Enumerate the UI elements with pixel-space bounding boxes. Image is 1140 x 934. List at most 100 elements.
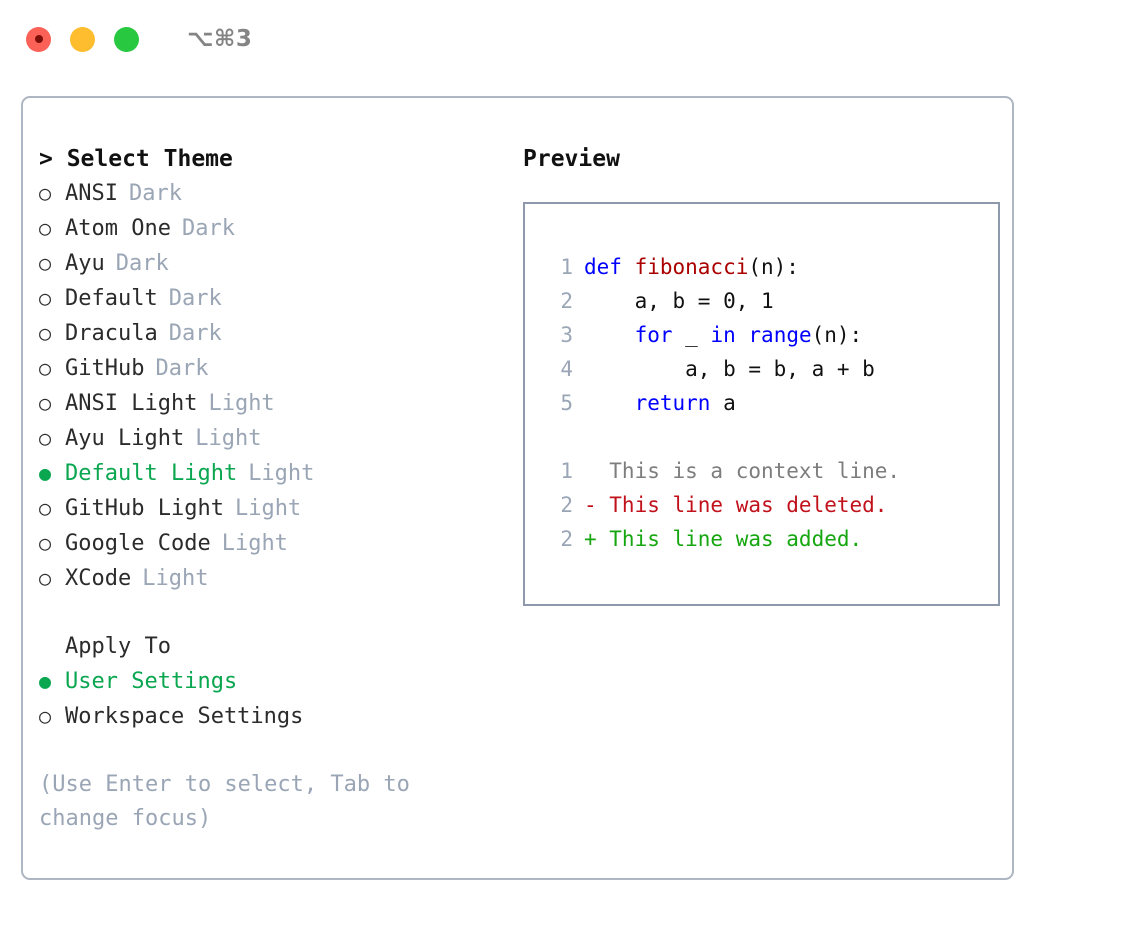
radio-unselected-icon: ○: [39, 704, 52, 728]
code-line: 1 def fibonacci(n):: [543, 250, 998, 284]
list-spacer: [39, 596, 501, 630]
theme-variant-badge: Dark: [115, 251, 169, 276]
theme-variant-badge: Light: [142, 566, 209, 591]
theme-name: Atom One: [65, 216, 171, 241]
theme-name: XCode: [65, 566, 132, 591]
theme-list-item[interactable]: ○ Google Code Light: [39, 526, 501, 561]
theme-list-item[interactable]: ○ GitHub Light Light: [39, 491, 501, 526]
radio-unselected-icon: ○: [39, 286, 52, 310]
code-token: fibonacci: [634, 255, 749, 279]
diff-text: This is a context line.: [584, 459, 901, 483]
radio-selected-icon: ●: [39, 669, 52, 693]
theme-list-item[interactable]: ○ XCode Light: [39, 561, 501, 596]
theme-list-item[interactable]: ○ Default Dark: [39, 281, 501, 316]
apply-to-list[interactable]: ● User Settings ○ Workspace Settings: [39, 664, 501, 734]
code-token: [584, 391, 635, 415]
theme-variant-badge: Light: [248, 461, 315, 486]
apply-to-label: Workspace Settings: [65, 704, 304, 729]
code-line: 3 for _ in range(n):: [543, 318, 998, 352]
radio-unselected-icon: ○: [39, 426, 52, 450]
apply-to-option[interactable]: ○ Workspace Settings: [39, 699, 501, 734]
theme-name: GitHub: [65, 356, 145, 381]
theme-variant-badge: Light: [234, 496, 302, 521]
code-text: def fibonacci(n):: [584, 250, 799, 284]
theme-variant-badge: Light: [195, 426, 262, 451]
line-number: 2: [560, 527, 573, 551]
theme-name: Default: [65, 286, 158, 311]
radio-unselected-icon: ○: [39, 531, 52, 555]
line-number: 2: [560, 289, 573, 313]
window-titlebar: ⌥⌘3: [0, 0, 1140, 78]
traffic-lights: [26, 26, 139, 52]
radio-unselected-icon: ○: [39, 566, 52, 590]
minimize-button[interactable]: [70, 26, 95, 52]
radio-selected-icon: ●: [39, 461, 52, 485]
code-token: a, b = b, a + b: [584, 357, 875, 381]
theme-variant-badge: Dark: [168, 286, 222, 311]
code-token: a, b = 0, 1: [584, 289, 774, 313]
code-line: 2 a, b = 0, 1: [543, 284, 998, 318]
code-token: _: [672, 323, 711, 347]
theme-list-item[interactable]: ○ Atom One Dark: [39, 211, 501, 246]
theme-name: Default Light: [65, 461, 238, 486]
theme-variant-badge: Light: [208, 391, 275, 416]
radio-unselected-icon: ○: [39, 216, 52, 240]
hint-spacer: [39, 734, 501, 768]
code-token: def: [584, 255, 635, 279]
radio-unselected-icon: ○: [39, 356, 52, 380]
code-token: [584, 323, 635, 347]
code-text: a, b = b, a + b: [584, 352, 875, 386]
code-text: return a: [584, 386, 736, 420]
radio-unselected-icon: ○: [39, 181, 52, 205]
maximize-button[interactable]: [114, 26, 139, 52]
theme-name: Ayu: [65, 251, 105, 276]
theme-name: Google Code: [65, 531, 211, 556]
code-diff-separator: [543, 420, 998, 454]
line-number: 1: [560, 255, 573, 279]
code-token: [736, 323, 749, 347]
diff-line: 2- This line was deleted.: [543, 488, 998, 522]
select-theme-heading: > Select Theme: [39, 146, 233, 172]
apply-to-option[interactable]: ● User Settings: [39, 664, 501, 699]
code-text: a, b = 0, 1: [584, 284, 774, 318]
close-button[interactable]: [26, 26, 51, 52]
code-line: 4 a, b = b, a + b: [543, 352, 998, 386]
line-number: 4: [560, 357, 573, 381]
line-number: 1: [560, 459, 573, 483]
apply-to-label: User Settings: [65, 669, 238, 694]
keyboard-hint-text: (Use Enter to select, Tab to change focu…: [39, 772, 424, 831]
code-token: in: [710, 323, 736, 347]
preview-heading: Preview: [523, 146, 620, 172]
keyboard-shortcut-label: ⌥⌘3: [187, 26, 253, 52]
code-token: a: [710, 391, 736, 415]
diff-sample: 1 This is a context line. 2- This line wa…: [543, 454, 998, 556]
theme-name: ANSI Light: [65, 391, 198, 416]
code-token: (n):: [748, 255, 799, 279]
code-token: return: [634, 391, 711, 415]
code-line: 5 return a: [543, 386, 998, 420]
theme-variant-badge: Dark: [181, 216, 235, 241]
line-number: 3: [560, 323, 573, 347]
theme-list-item[interactable]: ● Default Light Light: [39, 456, 501, 491]
line-number: 5: [560, 391, 573, 415]
theme-name: GitHub Light: [65, 496, 224, 521]
radio-unselected-icon: ○: [39, 496, 52, 520]
code-text: for _ in range(n):: [584, 318, 863, 352]
theme-name: Dracula: [65, 321, 158, 346]
code-token: (n):: [811, 323, 863, 347]
apply-to-heading: Apply To: [65, 634, 171, 659]
theme-list-item[interactable]: ○ ANSI Light Light: [39, 386, 501, 421]
radio-unselected-icon: ○: [39, 391, 52, 415]
theme-variant-badge: Light: [221, 531, 288, 556]
theme-variant-badge: Dark: [168, 321, 222, 346]
